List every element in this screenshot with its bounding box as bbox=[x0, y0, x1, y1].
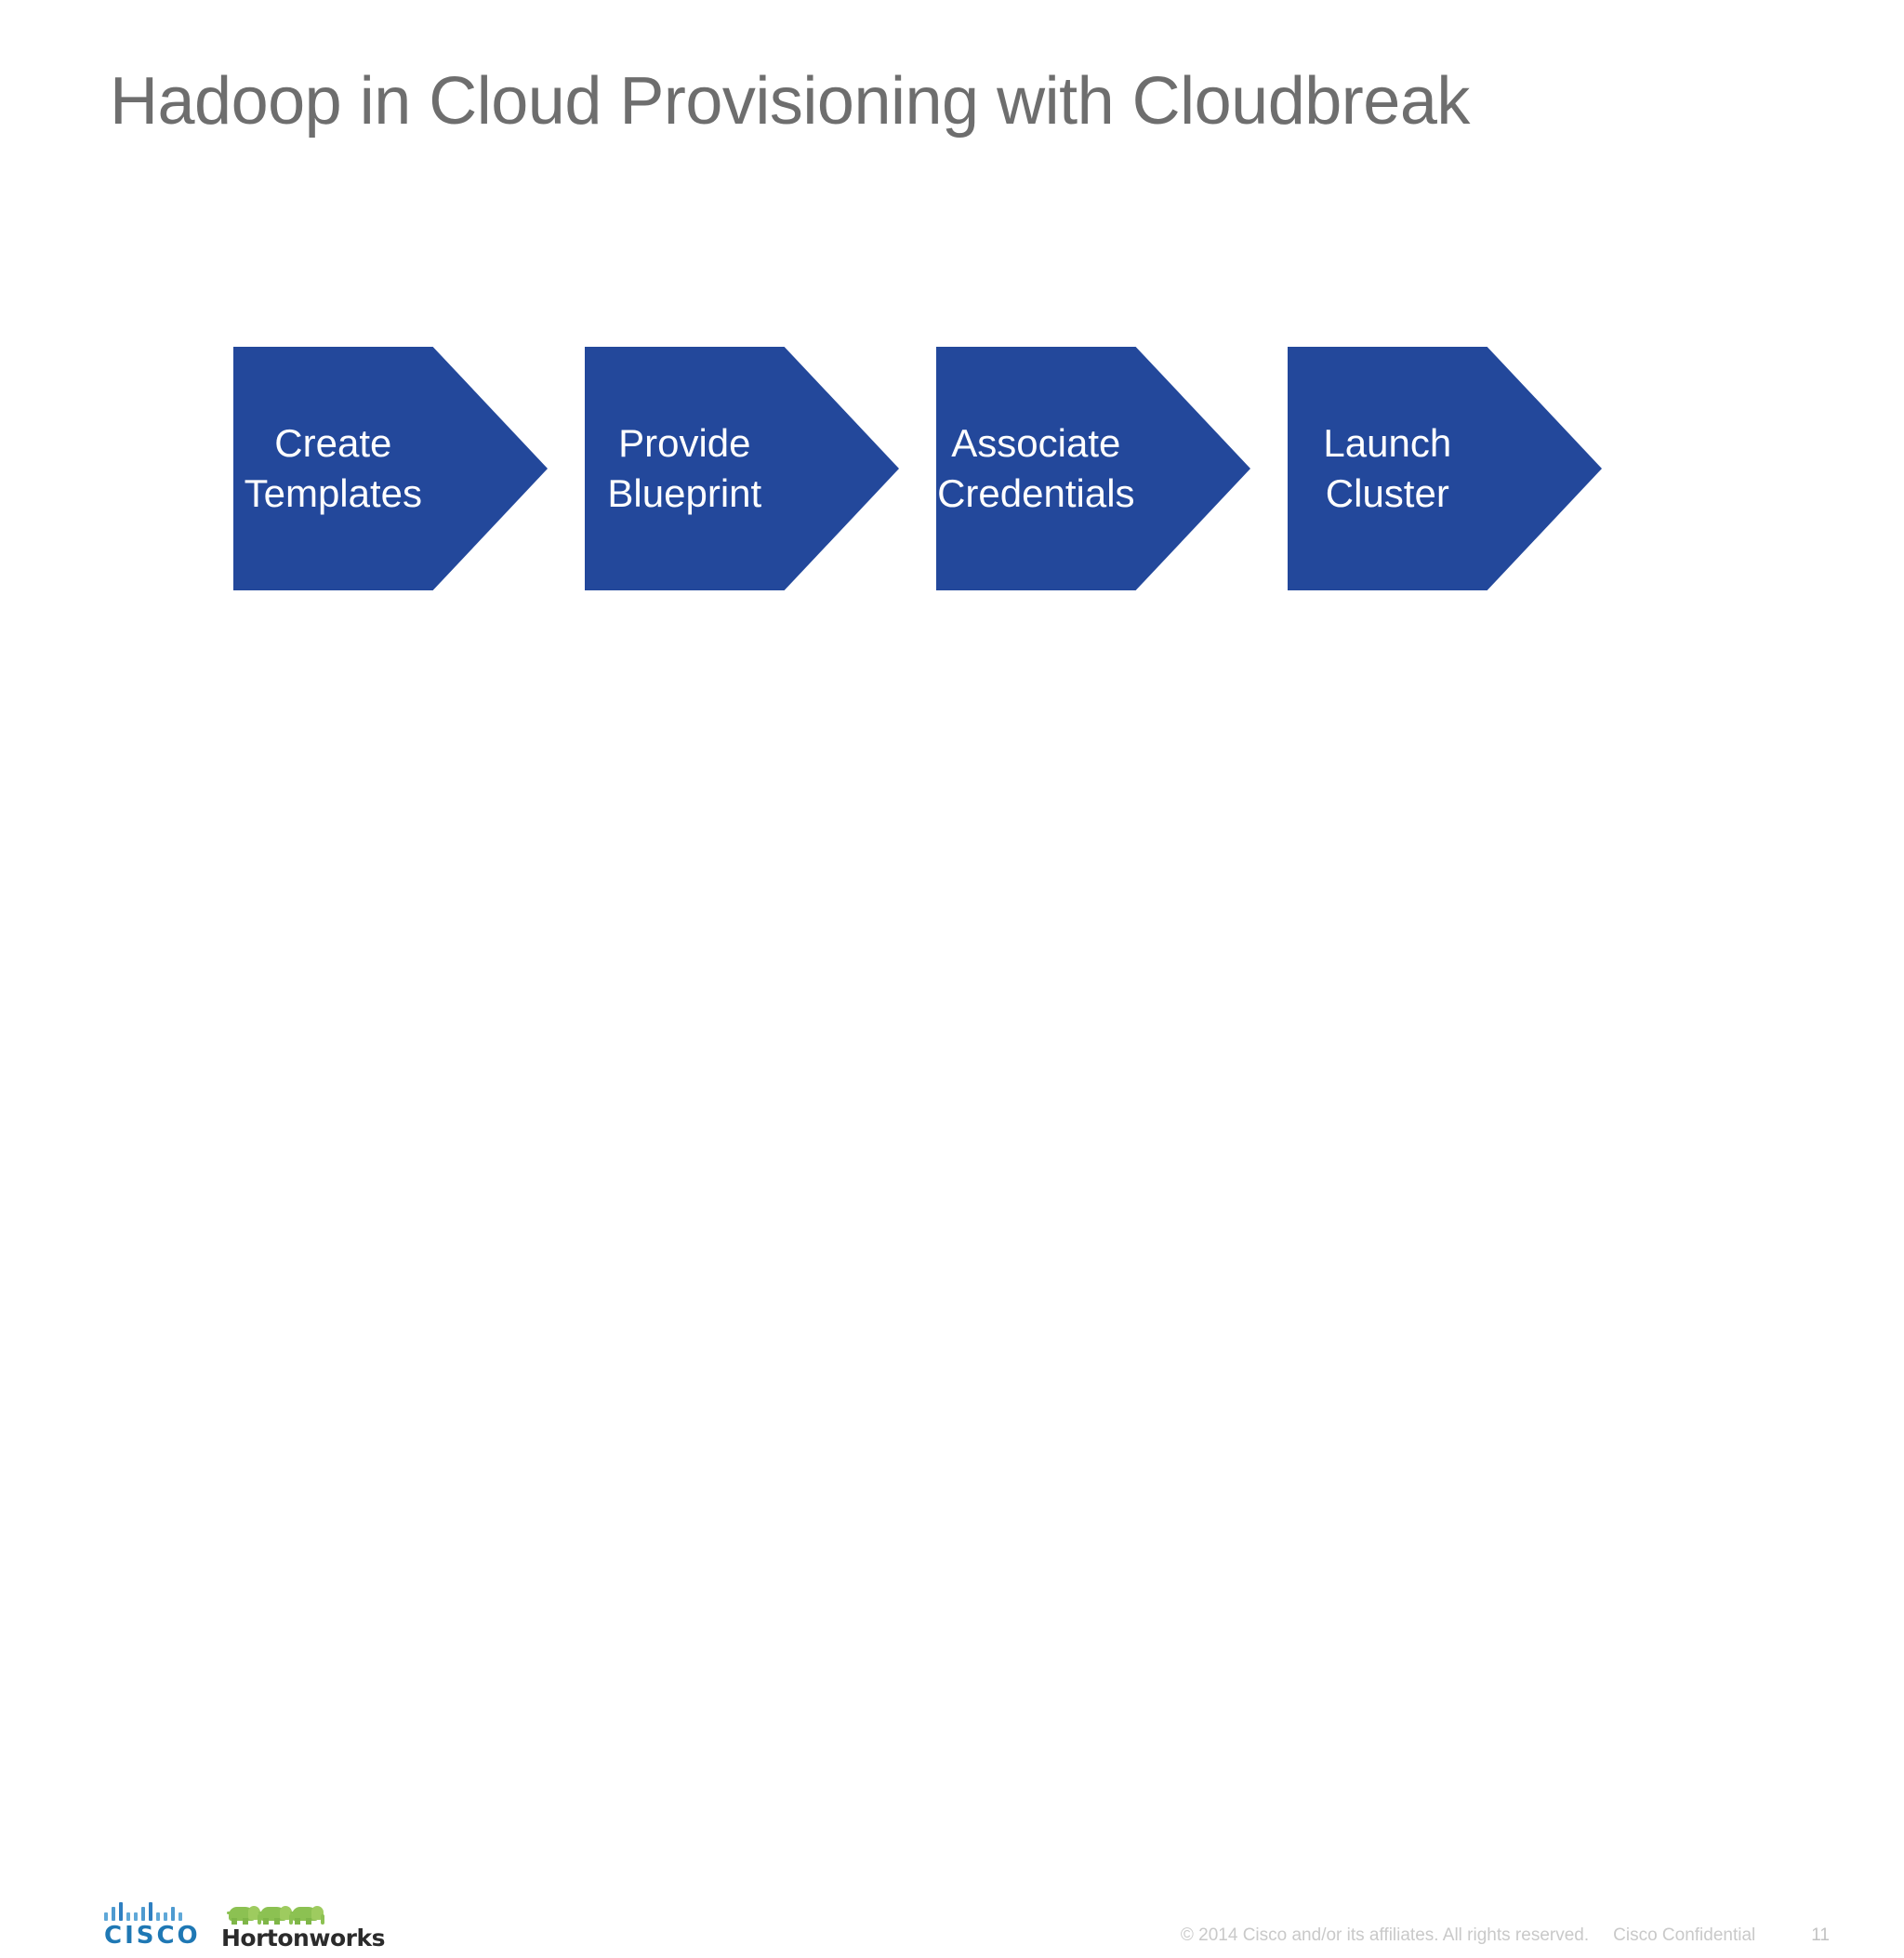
chevron-arrow-icon bbox=[936, 347, 1250, 590]
slide-canvas: Hadoop in Cloud Provisioning with Cloudb… bbox=[0, 64, 1904, 1950]
hortonworks-wordmark: Hortonworks bbox=[221, 1925, 385, 1951]
confidentiality-label: Cisco Confidential bbox=[1613, 1925, 1756, 1945]
cisco-bridge-icon bbox=[104, 1900, 188, 1921]
chevron-arrow-icon bbox=[585, 347, 899, 590]
chevron-arrow-icon bbox=[1288, 347, 1602, 590]
chevron-arrow-icon bbox=[233, 347, 548, 590]
footer-copyright: © 2014 Cisco and/or its affiliates. All … bbox=[1181, 1926, 1830, 1944]
page-title: Hadoop in Cloud Provisioning with Cloudb… bbox=[110, 64, 1470, 139]
flow-step-create-templates[interactable]: Create Templates bbox=[233, 347, 548, 590]
flow-step-associate-credentials[interactable]: Associate Credentials bbox=[936, 347, 1250, 590]
process-flow: Create Templates Provide Blueprint Assoc… bbox=[233, 347, 1602, 590]
flow-step-provide-blueprint[interactable]: Provide Blueprint bbox=[585, 347, 899, 590]
copyright-legal-text: © 2014 Cisco and/or its affiliates. All … bbox=[1180, 1925, 1590, 1945]
hortonworks-elephants-icon bbox=[227, 1900, 351, 1925]
page-number: 11 bbox=[1811, 1925, 1830, 1945]
flow-step-launch-cluster[interactable]: Launch Cluster bbox=[1288, 347, 1602, 590]
slide-footer: CISCO Hortonworks © 20 bbox=[0, 932, 1904, 1950]
cisco-wordmark: CISCO bbox=[104, 1922, 201, 1950]
cisco-logo: CISCO bbox=[104, 1900, 201, 1956]
hortonworks-logo: Hortonworks bbox=[221, 1900, 385, 1958]
